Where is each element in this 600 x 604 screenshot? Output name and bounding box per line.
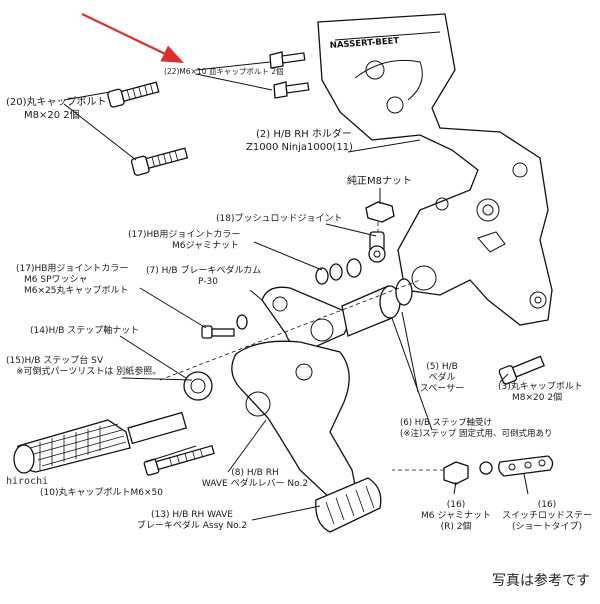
callout-joint-collar-b-line1: (17)HB用ジョイントカラー xyxy=(16,264,129,274)
callout-step-shaft-line1: (6) H/B ステップ軸受け xyxy=(400,418,493,428)
callout-spacer-line2: ペダル xyxy=(428,373,456,383)
jam-nut xyxy=(443,461,493,485)
pedal-end-rubber xyxy=(315,477,382,533)
callout-bolt-3-line2: M8×20 2個 xyxy=(512,393,563,403)
callout-joint-collar-b-line3: M6×25丸キャップボルト xyxy=(24,286,129,296)
callout-joint-collar-b: (17)HB用ジョイントカラー M6 SPワッシャ M6×25丸キャップボルト xyxy=(16,264,129,297)
callout-spacer: (5) H/B ペダル スペーサー xyxy=(414,362,470,395)
callout-step-base: (15)H/B ステップ台 SV ※可倒式パーツリストは 別紙参照。 xyxy=(6,356,161,378)
callout-step-base-line2: ※可倒式パーツリストは 別紙参照。 xyxy=(16,367,162,377)
callout-step-base-line1: (15)H/B ステップ台 SV xyxy=(6,356,104,366)
callout-bolt-20-line2: M8×20 2個 xyxy=(24,110,80,121)
callout-switch-rod: (16) スイッチロッドステー (ショートタイプ) xyxy=(500,500,594,533)
callout-joint-collar-a: (17)HB用ジョイントカラー M6ジャミナット xyxy=(128,230,240,252)
callout-bolt-3: (3)丸キャップボルト M8×20 2個 xyxy=(498,382,583,404)
callout-m8-nut: 純正M8ナット xyxy=(347,176,412,187)
footer-note: 写真は参考です xyxy=(492,573,590,589)
callout-jam-nut-line1: (16) xyxy=(446,500,466,510)
callout-pedal-assy: (13) H/B RH WAVE ブレーキペダル Assy No.2 xyxy=(112,510,272,532)
bolt-10-m6x50 xyxy=(143,444,215,476)
callout-bolt-20: (20)丸キャップボルト M8×20 2個 xyxy=(6,96,107,122)
callout-brake-cam-line1: (7) H/B ブレーキペダルカム xyxy=(146,266,262,276)
callout-step-shaft-line2: (※注)ステップ 固定式用、可倒式用あり xyxy=(400,429,553,439)
callout-bolt-3-line1: (3)丸キャップボルト xyxy=(498,382,583,392)
callout-jam-nut: (16) M6 ジャミナット (R) 2個 xyxy=(418,500,494,533)
callout-joint-collar-a-line1: (17)HB用ジョイントカラー xyxy=(128,230,241,240)
brake-pedal-cam xyxy=(261,286,349,351)
step-shaft-nut xyxy=(183,371,213,401)
plate-engraving: NASSERT-BEET xyxy=(330,36,400,51)
callout-joint-collar-a-line2: M6ジャミナット xyxy=(172,241,240,251)
red-pointer-arrow xyxy=(81,13,184,63)
callout-pedal-assy-line1: (13) H/B RH WAVE xyxy=(151,510,233,520)
callout-holder: (2) H/B RH ホルダー Z1000 Ninja1000(11) xyxy=(246,128,353,154)
pedal-spacer xyxy=(341,278,413,337)
callout-step-shaft: (6) H/B ステップ軸受け (※注)ステップ 固定式用、可倒式用あり xyxy=(400,418,552,440)
callout-brake-cam: (7) H/B ブレーキペダルカム P-30 xyxy=(146,266,261,288)
callout-switch-rod-line3: (ショートタイプ) xyxy=(511,522,583,532)
switch-rod-stay xyxy=(498,455,554,477)
callout-joint-collar-b-line2: M6 SPワッシャ xyxy=(24,275,88,285)
m8-nut xyxy=(365,201,395,223)
joint-collar-stack xyxy=(315,258,362,285)
callout-bolt-10: (10)丸キャップボルトM6×50 xyxy=(40,488,163,498)
callout-spacer-line1: (5) H/B xyxy=(426,362,458,372)
callout-bolt-20-line1: (20)丸キャップボルト xyxy=(6,97,107,108)
callout-brake-cam-line2: P-30 xyxy=(198,277,218,287)
callout-pushrod-joint: (18)プッシュロッドジョイント xyxy=(216,214,343,224)
countersunk-bolt-a xyxy=(269,51,306,69)
callout-switch-rod-line2: スイッチロッドステー xyxy=(501,511,592,521)
callout-switch-rod-line1: (16) xyxy=(537,500,557,510)
watermark: hirochi xyxy=(6,476,49,487)
callout-jam-nut-line3: (R) 2個 xyxy=(440,522,472,532)
callout-holder-line2: Z1000 Ninja1000(11) xyxy=(246,142,353,153)
callout-spacer-line3: スペーサー xyxy=(419,384,465,394)
pushrod-joint xyxy=(368,231,386,263)
callout-bolt-22: (22)M6×10 皿キャップボルト 2個 xyxy=(164,67,284,76)
bolt-3-m8x20 xyxy=(498,355,545,385)
callout-pedal-lever-line2: WAVE ペダルレバー No.2 xyxy=(201,479,309,489)
bolt-20-lower xyxy=(130,147,189,176)
callout-jam-nut-line2: M6 ジャミナット xyxy=(421,511,491,521)
axis-dash-lines xyxy=(159,222,444,471)
bolt-20-upper xyxy=(107,81,160,108)
callout-holder-line1: (2) H/B RH ホルダー xyxy=(256,129,352,140)
callout-pedal-lever-line1: (8) H/B RH xyxy=(231,468,279,478)
callout-pedal-assy-line2: ブレーキペダル Assy No.2 xyxy=(136,521,248,531)
callout-step-nut: (14)H/B ステップ軸ナット xyxy=(30,326,140,336)
leader-lines xyxy=(63,61,529,521)
footpeg xyxy=(13,411,188,474)
countersunk-bolt-b xyxy=(273,81,310,99)
m6-bolt-25 xyxy=(201,314,248,339)
callout-pedal-lever: (8) H/B RH WAVE ペダルレバー No.2 xyxy=(180,468,330,490)
holder-bracket xyxy=(317,13,553,326)
